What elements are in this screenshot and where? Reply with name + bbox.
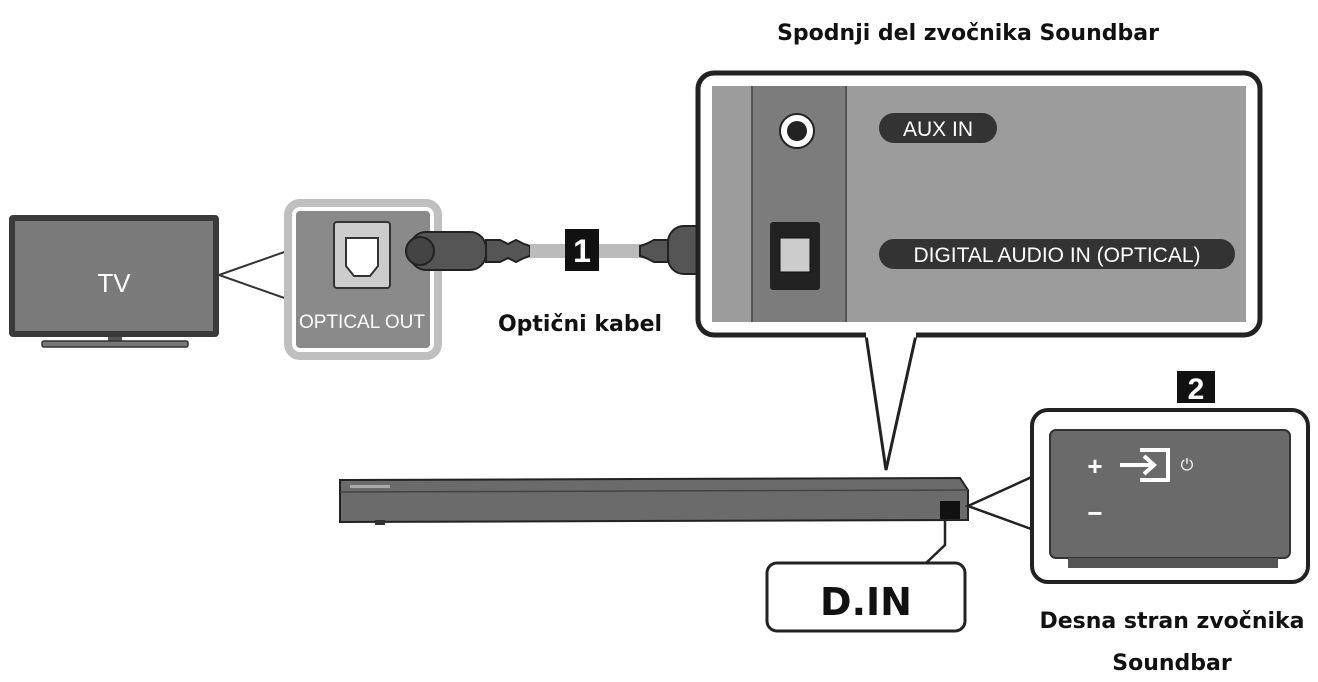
soundbar-right-side-panel <box>1030 408 1310 584</box>
optical-in-port-icon <box>770 222 820 290</box>
optical-port-icon <box>333 221 391 289</box>
step1-badge <box>565 229 599 271</box>
din-label: D.IN <box>820 580 912 624</box>
optical-out-label: OPTICAL OUT <box>299 312 425 333</box>
aux-in-badge <box>879 113 997 143</box>
cable-label: Optični kabel <box>498 312 662 337</box>
soundbar-bottom-panel <box>695 70 1263 338</box>
step1-number: 1 <box>573 233 591 269</box>
step2-badge <box>1177 371 1215 403</box>
tv-icon <box>9 215 219 348</box>
din-callout <box>765 561 967 633</box>
soundbar <box>339 476 969 525</box>
source-input-icon[interactable] <box>1120 448 1170 482</box>
aux-jack-icon <box>779 113 815 149</box>
right-side-label-line1: Desna stran zvočnika <box>1039 609 1304 634</box>
plus-button[interactable]: + <box>1087 451 1102 481</box>
soundbar-bottom-title: Spodnji del zvočnika Soundbar <box>777 21 1159 46</box>
digital-in-badge <box>879 239 1235 269</box>
power-icon[interactable]: ⏻ <box>1181 457 1194 474</box>
minus-button[interactable]: − <box>1087 498 1102 528</box>
aux-in-label: AUX IN <box>903 118 973 141</box>
right-side-label-line2: Soundbar <box>1112 651 1232 676</box>
tv-label: TV <box>97 268 131 298</box>
step2-number: 2 <box>1188 373 1205 406</box>
digital-in-label: DIGITAL AUDIO IN (OPTICAL) <box>913 244 1200 267</box>
